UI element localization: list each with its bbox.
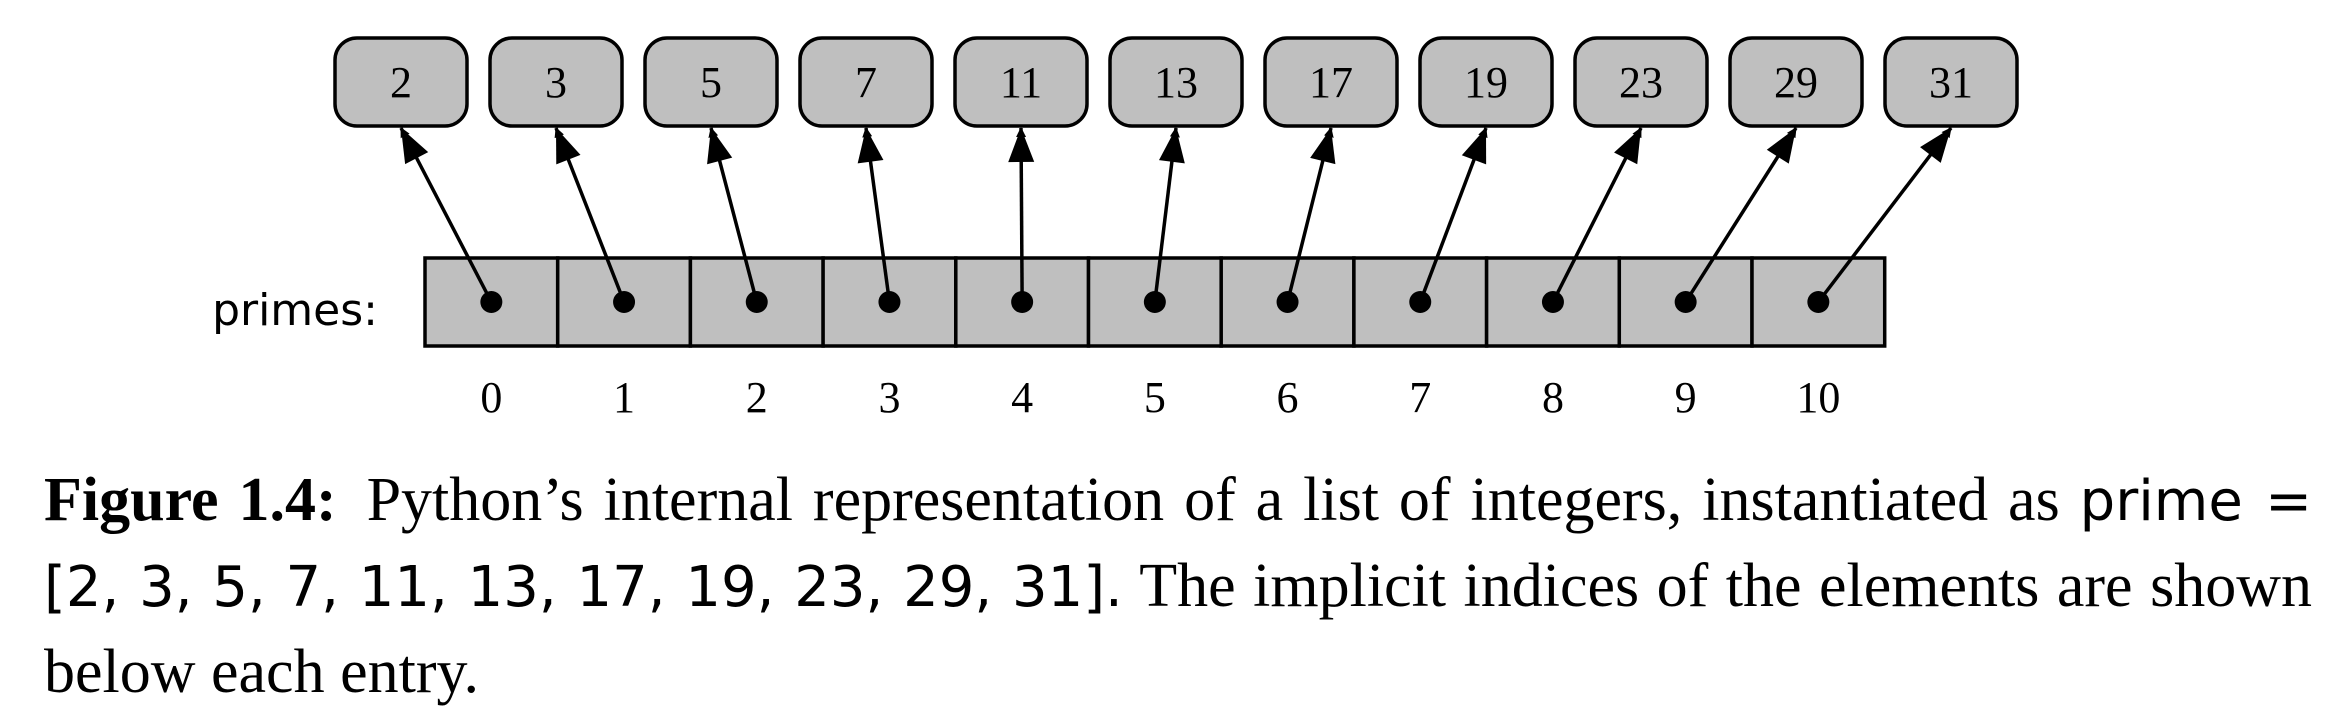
arrowhead bbox=[707, 128, 733, 165]
reference-arrow bbox=[1684, 127, 1798, 303]
caption-text-1: Python’s internal representation of a li… bbox=[366, 466, 2060, 534]
object-box bbox=[953, 36, 1089, 128]
index-label: 1 bbox=[613, 373, 635, 422]
arrowhead bbox=[1920, 128, 1951, 163]
index-label: 9 bbox=[1675, 373, 1697, 422]
arrowhead bbox=[1766, 128, 1796, 164]
object-value: 19 bbox=[1464, 58, 1508, 107]
index-label: 6 bbox=[1277, 373, 1299, 422]
integer-object: 13 bbox=[1108, 36, 1244, 128]
integer-object: 2 bbox=[333, 36, 469, 128]
index-labels: 0 1 2 3 4 5 6 7 8 9 10 bbox=[480, 373, 1840, 422]
reference-arrows bbox=[399, 126, 1953, 304]
arrowhead bbox=[1614, 128, 1641, 165]
object-box bbox=[643, 36, 779, 128]
integer-object: 23 bbox=[1573, 36, 1709, 128]
arrowhead bbox=[556, 128, 581, 165]
object-value: 31 bbox=[1929, 58, 1973, 107]
integer-object: 7 bbox=[798, 36, 934, 128]
object-box bbox=[333, 36, 469, 128]
object-value: 2 bbox=[390, 58, 412, 107]
array-cell bbox=[1219, 256, 1356, 348]
integer-object: 19 bbox=[1418, 36, 1554, 128]
index-label: 3 bbox=[878, 373, 900, 422]
index-label: 0 bbox=[480, 373, 502, 422]
caption-text-2: The implicit indices of the elements are… bbox=[44, 552, 2312, 706]
integer-object: 5 bbox=[643, 36, 779, 128]
index-label: 7 bbox=[1409, 373, 1431, 422]
object-box bbox=[1263, 36, 1399, 128]
integer-object: 17 bbox=[1263, 36, 1399, 128]
object-box bbox=[798, 36, 934, 128]
figure-caption: Figure 1.4: Python’s internal representa… bbox=[44, 458, 2312, 714]
arrowhead bbox=[1461, 128, 1487, 165]
object-value: 23 bbox=[1619, 58, 1663, 107]
integer-object: 11 bbox=[953, 36, 1089, 128]
integer-object: 3 bbox=[488, 36, 624, 128]
object-box bbox=[1883, 36, 2019, 128]
arrowhead bbox=[1158, 128, 1185, 164]
index-label: 5 bbox=[1144, 373, 1166, 422]
index-label: 2 bbox=[746, 373, 768, 422]
arrowhead bbox=[1008, 128, 1035, 163]
array-cell bbox=[555, 256, 693, 348]
object-box bbox=[1728, 36, 1864, 128]
arrowhead bbox=[401, 128, 429, 165]
figure-label: Figure 1.4: bbox=[44, 466, 337, 534]
integer-object: 29 bbox=[1728, 36, 1864, 128]
index-label: 4 bbox=[1011, 373, 1033, 422]
object-box bbox=[1108, 36, 1244, 128]
object-value: 17 bbox=[1309, 58, 1353, 107]
caption-code: prime = [2, 3, 5, 7, 11, 13, 17, 19, 23,… bbox=[44, 469, 2312, 620]
reference-arrow bbox=[1816, 126, 1953, 304]
integer-object: 31 bbox=[1883, 36, 2019, 128]
object-box bbox=[1418, 36, 1554, 128]
index-label: 8 bbox=[1542, 373, 1564, 422]
object-value: 3 bbox=[545, 58, 567, 107]
object-box bbox=[488, 36, 624, 128]
object-value: 13 bbox=[1154, 58, 1198, 107]
arrowhead bbox=[1310, 128, 1336, 165]
index-label: 10 bbox=[1796, 373, 1840, 422]
object-box bbox=[1573, 36, 1709, 128]
list-array bbox=[423, 256, 1887, 348]
variable-label: primes: bbox=[212, 285, 378, 336]
object-value: 5 bbox=[700, 58, 722, 107]
object-value: 7 bbox=[855, 58, 877, 107]
object-value: 29 bbox=[1774, 58, 1818, 107]
object-value: 11 bbox=[1000, 58, 1042, 107]
arrowhead bbox=[857, 128, 884, 164]
